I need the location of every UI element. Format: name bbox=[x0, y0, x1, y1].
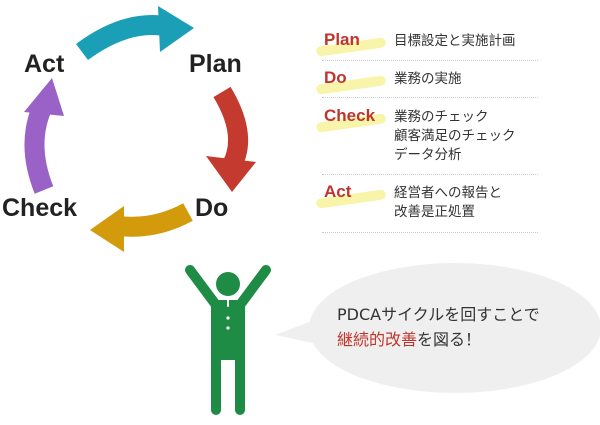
arrow-check-to-act bbox=[24, 78, 64, 194]
legend-desc: 目標設定と実施計画 bbox=[394, 33, 516, 49]
legend-row-act: Act 経営者への報告と 改善是正処置 bbox=[315, 182, 538, 233]
arrow-do-to-check bbox=[90, 203, 193, 252]
legend-key: Plan bbox=[324, 30, 360, 49]
arrow-plan-to-do bbox=[206, 86, 256, 192]
legend-key: Act bbox=[324, 182, 352, 201]
bubble-line1: PDCAサイクルを回すことで bbox=[337, 305, 540, 324]
arrow-act-to-plan bbox=[76, 6, 194, 61]
legend-key: Do bbox=[324, 68, 347, 87]
legend-desc: 業務のチェック 顧客満足のチェック データ分析 bbox=[394, 109, 516, 163]
legend-key: Check bbox=[324, 106, 376, 125]
speech-bubble bbox=[275, 263, 600, 393]
legend-desc: 業務の実施 bbox=[394, 71, 462, 87]
cycle-label-do: Do bbox=[195, 194, 229, 222]
bubble-line2-rest: を図る！ bbox=[417, 330, 482, 349]
bubble-text: PDCAサイクルを回すことで 継続的改善を図る！ bbox=[337, 302, 540, 352]
bubble-highlight: 継続的改善 bbox=[337, 330, 418, 349]
legend-row-do: Do 業務の実施 bbox=[315, 68, 538, 98]
legend-row-check: Check 業務のチェック 顧客満足のチェック データ分析 bbox=[315, 106, 538, 175]
person-figure bbox=[185, 265, 271, 415]
cycle-label-check: Check bbox=[2, 194, 78, 222]
bubble-line2: 継続的改善を図る！ bbox=[337, 327, 540, 352]
legend-desc: 経営者への報告と 改善是正処置 bbox=[394, 185, 502, 220]
cycle-label-plan: Plan bbox=[189, 50, 242, 78]
cycle-label-act: Act bbox=[24, 50, 65, 78]
legend-row-plan: Plan 目標設定と実施計画 bbox=[315, 30, 538, 61]
